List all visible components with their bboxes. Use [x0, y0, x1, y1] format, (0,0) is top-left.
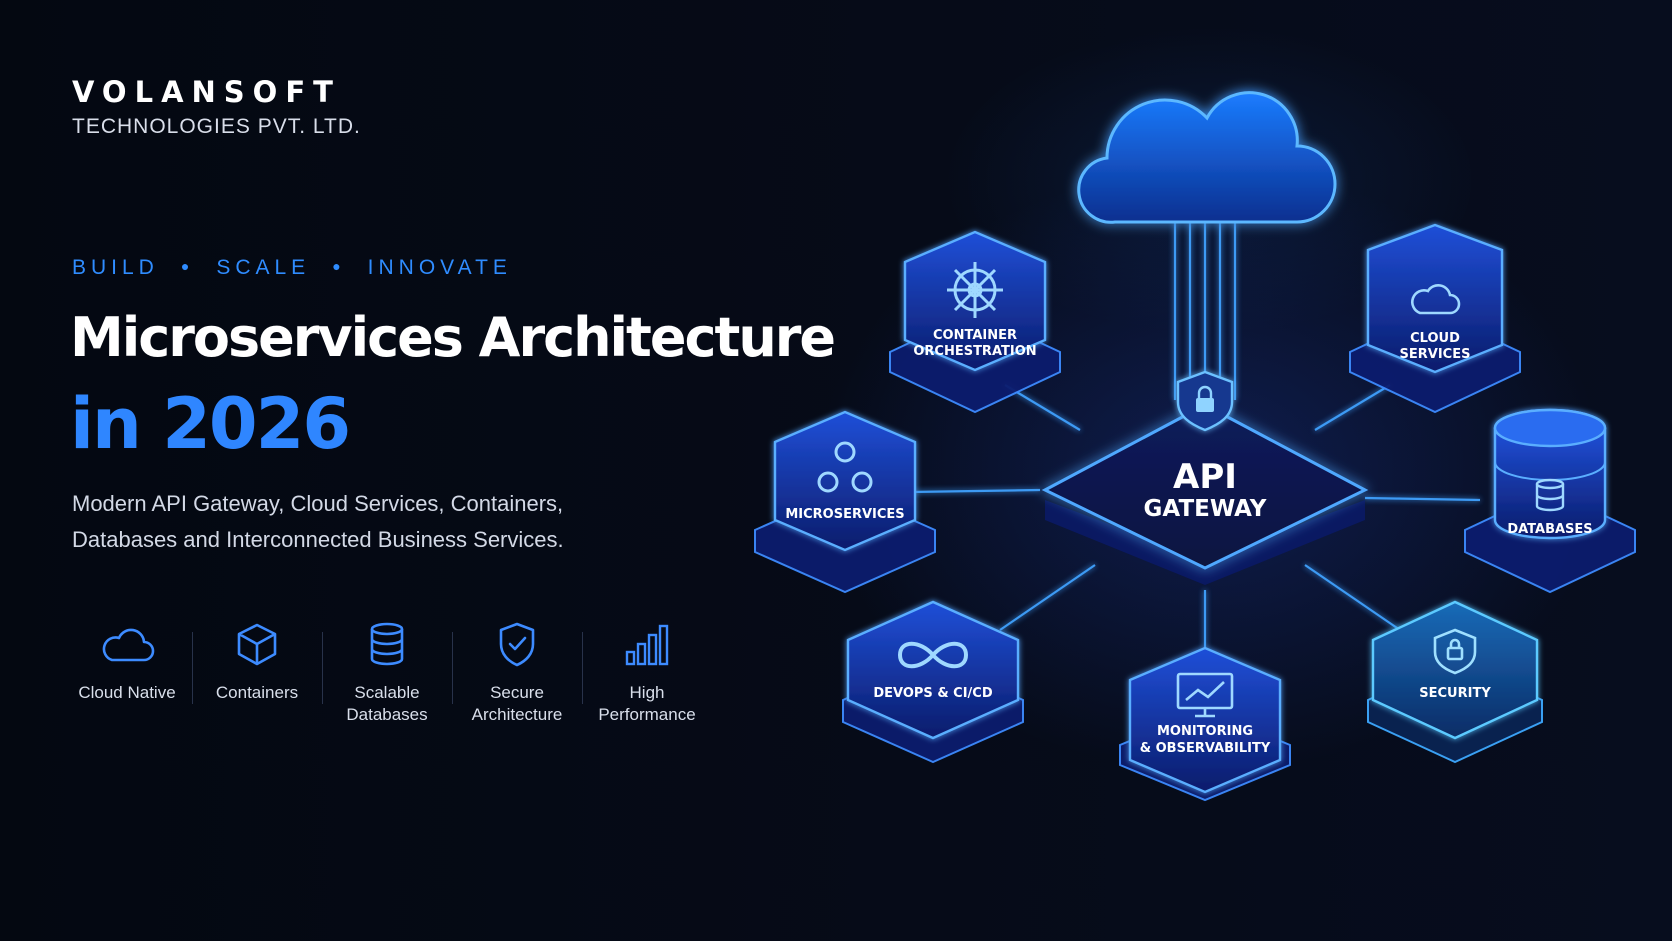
node-microservices: MICROSERVICES — [754, 410, 936, 594]
link-microservices — [909, 488, 1041, 494]
feature-cloud-native: Cloud Native — [62, 620, 192, 726]
feature-label-line: Secure — [490, 683, 544, 702]
connection-lines — [909, 180, 1481, 648]
bar-chart-icon — [625, 624, 669, 666]
feature-label: Containers — [197, 682, 317, 704]
cloud-node — [1077, 91, 1337, 224]
cube-icon — [237, 623, 277, 666]
shield-check-icon — [499, 622, 535, 667]
gears-icon — [817, 441, 873, 493]
node-label-2: & OBSERVABILITY — [1140, 741, 1271, 756]
description: Modern API Gateway, Cloud Services, Cont… — [72, 486, 712, 558]
feature-label-line: Scalable — [354, 683, 420, 702]
api-gateway-node: API GATEWAY — [1041, 370, 1369, 585]
headline-line-1: Microservices Architecture — [70, 306, 836, 369]
brand-logo: VOLANSOFT TECHNOLOGIES PVT. LTD. — [72, 78, 361, 139]
node-label-1: CLOUD — [1410, 331, 1460, 346]
cloud-icon — [102, 628, 155, 662]
node-monitoring: MONITORING & OBSERVABILITY — [1119, 646, 1291, 802]
tagline-word: INNOVATE — [367, 256, 512, 279]
link-cloud — [1173, 180, 1237, 400]
node-label-1: MICROSERVICES — [785, 507, 904, 522]
database-icon — [1535, 478, 1565, 512]
node-label-1: MONITORING — [1157, 724, 1253, 739]
node-label-1: CONTAINER — [933, 328, 1017, 343]
node-label-2: SERVICES — [1400, 347, 1471, 362]
cloud-icon — [1411, 284, 1461, 315]
tagline-word: BUILD — [72, 256, 159, 279]
feature-label-line: High — [629, 683, 665, 702]
feature-label-line: Containers — [215, 683, 299, 702]
api-gateway-platform — [1041, 403, 1369, 570]
api-gateway-label-2: GATEWAY — [1144, 496, 1267, 522]
tagline-separator-icon: ● — [332, 258, 346, 274]
headline-line-2: in 2026 — [70, 383, 351, 465]
feature-label: Cloud Native — [67, 682, 187, 704]
node-label-1: DEVOPS & CI/CD — [873, 686, 993, 701]
database-icon — [370, 622, 404, 666]
feature-label-line: Performance — [598, 705, 696, 724]
tagline-separator-icon: ● — [180, 258, 195, 274]
node-container-orchestration: CONTAINER ORCHESTRATION — [889, 230, 1061, 414]
link-security — [1304, 564, 1401, 631]
node-label-1: DATABASES — [1507, 522, 1592, 537]
description-line: Databases and Interconnected Business Se… — [72, 527, 564, 552]
node-cloud-services: CLOUD SERVICES — [1349, 223, 1521, 414]
node-label-2: ORCHESTRATION — [913, 344, 1036, 359]
api-gateway-label-1: API — [1173, 457, 1237, 497]
node-label-1: SECURITY — [1419, 686, 1491, 701]
brand-subtitle: TECHNOLOGIES PVT. LTD. — [72, 115, 361, 138]
cloud-icon — [1077, 91, 1337, 224]
link-cloud-services — [1314, 384, 1391, 431]
tagline: BUILD ● SCALE ● INNOVATE — [72, 256, 512, 280]
brand-name: VOLANSOFT — [72, 75, 341, 109]
link-databases — [1364, 496, 1481, 502]
feature-label-line: Cloud Native — [78, 683, 176, 702]
feature-containers: Containers — [192, 620, 322, 726]
monitor-chart-icon — [1176, 672, 1234, 718]
feature-label-line: Databases — [346, 705, 428, 724]
node-databases: DATABASES — [1464, 408, 1636, 594]
tagline-word: SCALE — [216, 256, 311, 279]
description-line: Modern API Gateway, Cloud Services, Cont… — [72, 491, 564, 516]
infinity-icon — [897, 641, 969, 669]
helm-wheel-icon — [947, 262, 1003, 318]
node-devops: DEVOPS & CI/CD — [842, 600, 1024, 764]
lock-shield-icon — [1433, 628, 1477, 675]
feature-label-line: Architecture — [471, 705, 563, 724]
node-security: SECURITY — [1367, 600, 1543, 764]
link-devops — [999, 564, 1096, 631]
lock-icon — [1196, 398, 1214, 412]
